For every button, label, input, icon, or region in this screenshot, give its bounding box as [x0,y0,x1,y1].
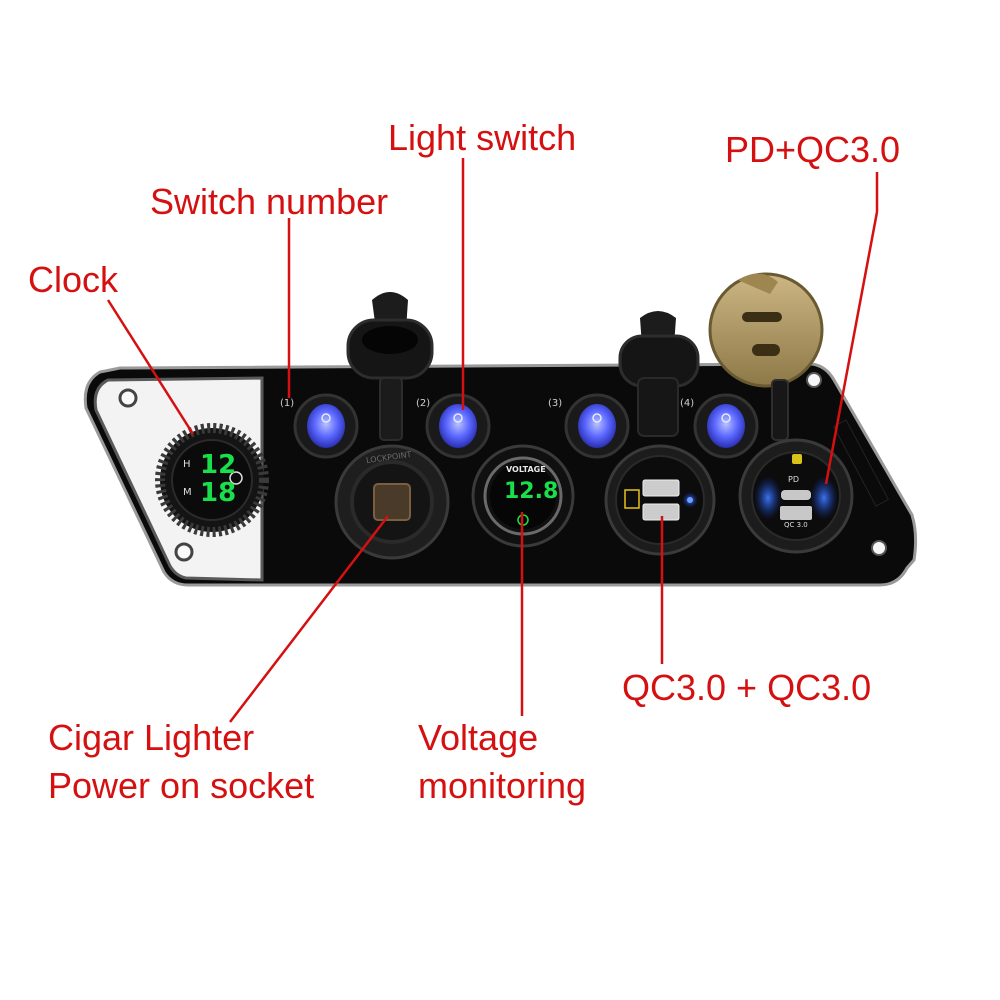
annotation-pointers [106,158,879,723]
switch-4[interactable] [693,393,759,459]
label-light-switch: Light switch [388,117,577,158]
dual-qc-usb-socket[interactable] [604,444,716,556]
clock-h-label: H [183,459,191,470]
label-pd-qc: PD+QC3.0 [725,129,901,170]
qc-port-label: QC 3.0 [784,521,808,529]
label-cigar-line-1: Cigar Lighter [48,717,255,758]
voltage-reading: 12.8 [504,479,559,504]
screw-hole-icon [871,540,887,556]
label-switch-number: Switch number [150,181,389,222]
voltmeter-title: VOLTAGE [506,465,546,474]
label-cigar-lighter: Cigar Lighter Power on socket [48,714,314,810]
label-qc-qc: QC3.0 + QC3.0 [622,667,872,708]
switch-3[interactable] [564,393,630,459]
screw-hole-icon [118,388,138,408]
screw-hole-icon [174,542,194,562]
clock-minute-display: 18 [200,478,237,508]
pd-qc-socket[interactable] [738,438,854,554]
switch-number-2: (2) [416,398,431,409]
label-clock: Clock [28,259,119,300]
lightning-icon [792,454,802,464]
switch-number-3: (3) [548,398,563,409]
clock-hour-display: 12 [200,450,237,480]
clock-icon [229,471,243,485]
clock-gauge [155,423,269,537]
cigar-lighter-cap[interactable] [346,292,434,441]
switch-2[interactable] [425,393,491,459]
pd-qc-cap[interactable] [708,272,824,441]
cigar-lighter-socket[interactable] [334,444,450,560]
switch-1[interactable] [293,393,359,459]
label-voltage-line-1: Voltage [418,717,539,758]
label-cigar-line-2: Power on socket [48,765,315,806]
switch-number-1: (1) [280,398,295,409]
switch-number-4: (4) [680,398,695,409]
usb-cap[interactable] [618,311,700,437]
pd-port-label: PD [788,475,799,484]
clock-m-label: M [183,487,192,498]
screw-hole-icon [806,372,822,388]
label-voltage-monitoring: Voltage monitoring [418,714,586,810]
label-voltage-line-2: monitoring [418,765,587,806]
